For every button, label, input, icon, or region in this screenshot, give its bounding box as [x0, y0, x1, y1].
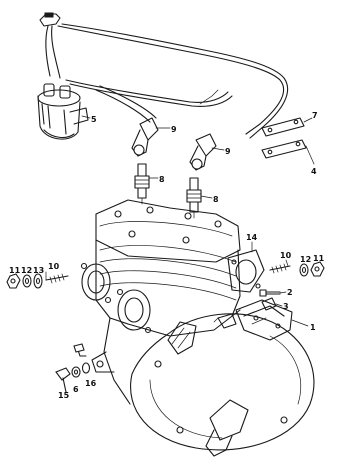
bolt-15 [55, 367, 71, 393]
callout-13: 13 [33, 266, 44, 275]
engine-block [80, 199, 265, 334]
spark-plug-cap-right [189, 133, 217, 171]
washer-12-right [299, 263, 309, 277]
callout-11-left: 11 [9, 266, 21, 275]
spark-plug-cap-left [131, 117, 159, 157]
mount-bracket-1 [235, 299, 293, 341]
callout-6: 6 [73, 385, 79, 394]
callout-14: 14 [246, 233, 258, 242]
callout-12-right: 12 [300, 255, 311, 264]
clip-left [213, 313, 237, 329]
bolt-lower [73, 343, 87, 357]
spark-plug-right [186, 177, 202, 219]
bolt-2 [259, 289, 281, 297]
callout-7: 7 [312, 111, 318, 120]
stud-10-left [45, 273, 69, 284]
callout-5: 5 [91, 115, 97, 124]
nut-11-left [6, 273, 21, 289]
callout-10-right: 10 [280, 251, 292, 260]
washer-12-left [22, 274, 32, 288]
spark-plug-left [134, 163, 150, 205]
washer-16 [81, 362, 91, 374]
strap-4 [261, 139, 307, 159]
stud-10-right [269, 263, 291, 274]
leader-lines [45, 115, 315, 327]
callout-12-left: 12 [21, 266, 32, 275]
callout-11-right: 11 [313, 254, 325, 263]
callout-2: 2 [287, 288, 293, 297]
ignition-coil [37, 12, 289, 140]
nut-11-right [310, 261, 325, 277]
callout-10-left: 10 [48, 262, 60, 271]
callout-8-right: 8 [213, 195, 219, 204]
callout-1: 1 [310, 323, 316, 332]
callout-4: 4 [311, 167, 317, 176]
callout-8-left: 8 [159, 175, 165, 184]
clip-3 [261, 297, 277, 311]
callout-9-left: 9 [171, 125, 177, 134]
strap-7 [261, 117, 305, 137]
callout-15: 15 [58, 391, 70, 400]
callout-16: 16 [85, 379, 97, 388]
callout-9-right: 9 [225, 147, 231, 156]
washer-13-left [33, 273, 43, 289]
callout-3: 3 [283, 302, 289, 311]
washer-6 [71, 366, 81, 378]
crankcase [91, 309, 315, 457]
